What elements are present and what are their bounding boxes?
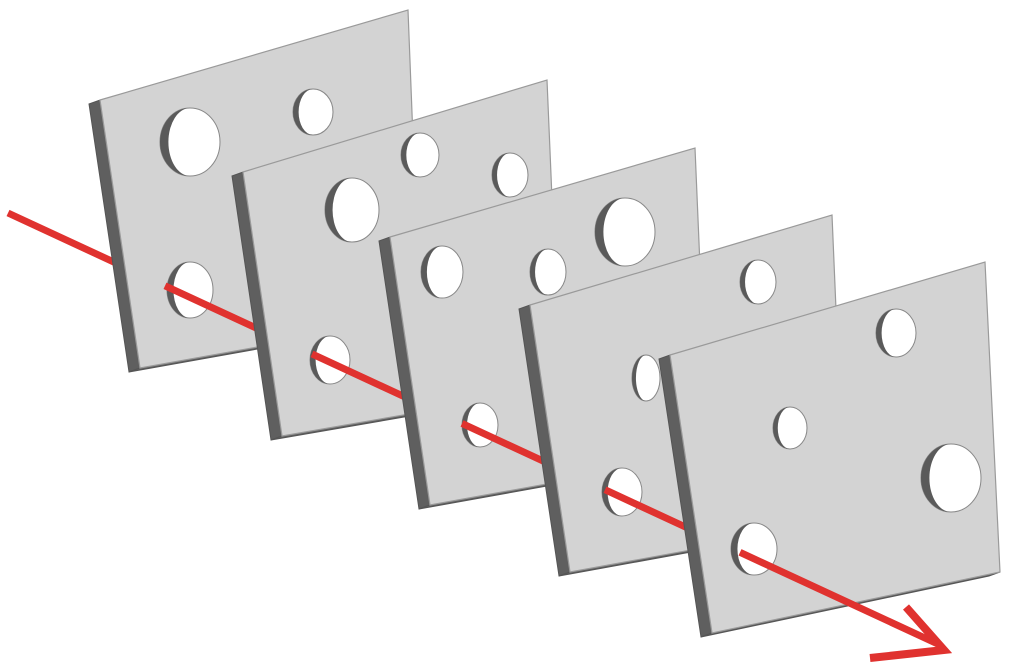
slice-hole: [530, 249, 566, 295]
slice-hole: [401, 133, 439, 177]
slice-hole: [421, 246, 463, 298]
slice-hole: [876, 309, 916, 357]
slice-hole: [773, 407, 807, 449]
slice-hole: [160, 108, 220, 176]
slice-hole: [740, 260, 776, 304]
slice-hole: [293, 89, 333, 135]
slice-hole: [595, 198, 655, 266]
slice-hole: [921, 444, 981, 512]
slice-hole: [325, 178, 379, 242]
slice-hole: [492, 153, 528, 197]
slice-hole: [632, 355, 660, 401]
